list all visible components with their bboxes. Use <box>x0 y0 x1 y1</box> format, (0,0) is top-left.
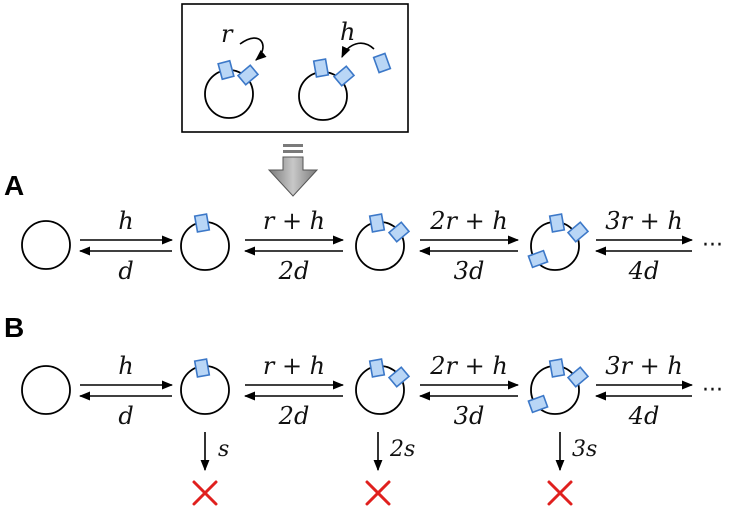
forward-rate: 2r + h <box>429 352 508 380</box>
inset-label-r: r <box>221 20 234 48</box>
transition-a-1: r + h 2d <box>243 207 345 285</box>
cell-state-1 <box>180 213 230 271</box>
block <box>236 64 260 86</box>
cell-state-0 <box>21 365 71 415</box>
transition-b-3: 3r + h 4d <box>594 352 694 430</box>
transition-a-3: 3r + h 4d <box>594 207 694 285</box>
cell-state-0 <box>21 220 71 270</box>
block <box>312 58 330 78</box>
cell-state-2 <box>355 213 411 271</box>
block <box>332 65 356 87</box>
row-a: h d r + h 2d 2r + h 3d 3r + h 4d ··· <box>21 207 723 285</box>
transition-b-2: 2r + h 3d <box>418 352 520 430</box>
removal-cross-icon <box>192 480 218 506</box>
cell-state-3 <box>527 358 590 415</box>
forward-rate: r + h <box>263 352 325 380</box>
backward-rate: 3d <box>454 257 485 285</box>
cell-state-1 <box>180 358 230 415</box>
cell-state-2 <box>355 358 411 415</box>
death-transition-3: 3s <box>547 432 597 506</box>
forward-rate: 2r + h <box>429 207 508 235</box>
death-transition-1: s <box>192 432 229 506</box>
forward-rate: 3r + h <box>605 207 683 235</box>
backward-rate: 2d <box>278 402 310 430</box>
forward-rate: 3r + h <box>605 352 683 380</box>
recruitment-arrow <box>239 37 267 61</box>
cell-state-3 <box>527 213 590 271</box>
backward-rate: d <box>118 257 133 285</box>
inset-recruitment: r <box>204 20 267 119</box>
block <box>217 59 235 81</box>
down-arrow <box>267 144 319 197</box>
attachment-arrow <box>341 42 375 59</box>
inset-box: r h <box>181 3 409 133</box>
transition-b-0: h d <box>78 352 174 430</box>
death-rate: 2s <box>389 437 415 462</box>
backward-rate: 4d <box>628 402 660 430</box>
row-b: h d r + h 2d 2r + h 3d 3r + h 4d ··· s <box>21 352 723 506</box>
backward-rate: 4d <box>628 257 660 285</box>
removal-cross-icon <box>547 480 573 506</box>
continuation-dots: ··· <box>702 233 723 258</box>
death-rate: s <box>218 437 229 462</box>
backward-rate: 3d <box>454 402 485 430</box>
forward-rate: h <box>118 352 133 380</box>
transition-a-0: h d <box>78 207 174 285</box>
continuation-dots: ··· <box>702 378 723 403</box>
transition-a-2: 2r + h 3d <box>418 207 520 285</box>
transition-b-1: r + h 2d <box>243 352 345 430</box>
panel-label-a: A <box>4 170 24 201</box>
removal-cross-icon <box>365 480 391 506</box>
backward-rate: d <box>118 402 133 430</box>
inset-attachment: h <box>298 18 392 121</box>
free-block <box>372 52 392 74</box>
inset-label-h: h <box>340 18 355 46</box>
death-transition-2: 2s <box>365 432 415 506</box>
forward-rate: h <box>118 207 133 235</box>
forward-rate: r + h <box>263 207 325 235</box>
panel-label-b: B <box>4 312 24 343</box>
backward-rate: 2d <box>278 257 310 285</box>
death-rate: 3s <box>572 437 597 462</box>
